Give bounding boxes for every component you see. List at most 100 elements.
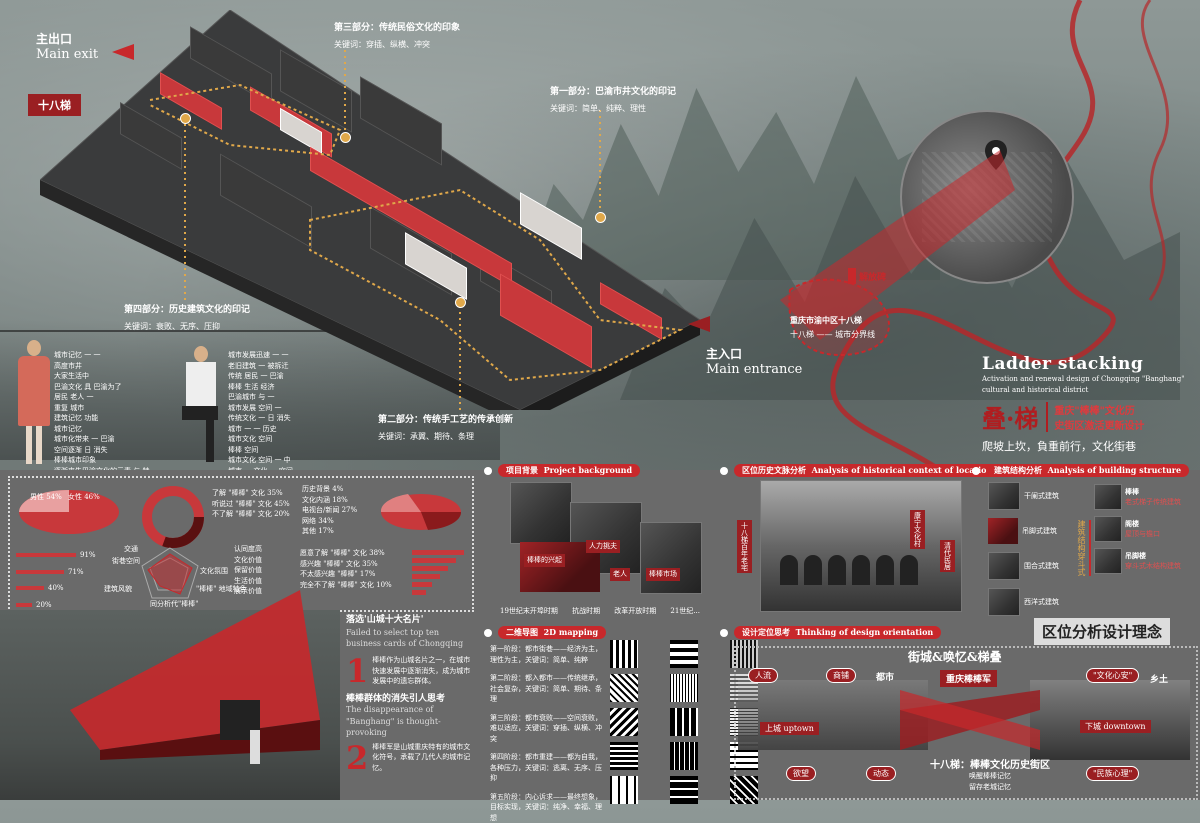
oval-label: "文化心安" bbox=[1086, 668, 1139, 683]
text-line: 巴渝文化 具 巴渝为了 bbox=[54, 382, 164, 393]
section-2-note: 第二部分：传统手工艺的传承创新 关键词：承翼、期待、条理 bbox=[378, 412, 513, 442]
woman-figure bbox=[14, 340, 54, 468]
structure-item: 干阑式建筑 bbox=[1024, 491, 1059, 502]
red-ribbon bbox=[900, 690, 1040, 760]
legend-item: 愿意了解 "棒棒" 文化 38% bbox=[300, 548, 392, 559]
legend-item: 其他 17% bbox=[302, 526, 357, 537]
history-photo bbox=[640, 522, 702, 594]
section-1-title: 第一部分：巴渝市井文化的印记 bbox=[550, 84, 676, 97]
route-pin bbox=[455, 297, 466, 308]
bar-value: 71% bbox=[68, 567, 84, 578]
collage-label: 老人 bbox=[610, 568, 630, 581]
structure-right-title: 棒棒 bbox=[1125, 487, 1181, 498]
structure-thumb bbox=[1094, 548, 1122, 574]
heading-en: Analysis of building structure bbox=[1048, 465, 1182, 475]
orientation-center-title: 街城&唤忆&梯叠 bbox=[908, 648, 1002, 665]
route-pin bbox=[595, 212, 606, 223]
title-en: Ladder stacking bbox=[982, 354, 1190, 374]
structure-right-title: 吊脚楼 bbox=[1125, 551, 1181, 562]
text-line: 居民 老人 一 bbox=[54, 392, 164, 403]
collage-label: 棒棒的兴起 bbox=[524, 554, 565, 567]
legend-item: 完全不了解 "棒棒" 文化 10% bbox=[300, 580, 392, 591]
oval-label: 动态 bbox=[866, 766, 896, 781]
failed-cn-title2: 棒棒群体的消失引人思考 bbox=[346, 691, 476, 704]
title-cn-main: 叠·梯 bbox=[982, 399, 1038, 434]
mapping-text: 第一阶段：都市街巷——经济为主，理性为主，关键词：简单、纯粹 第二阶段：都入都市… bbox=[490, 644, 606, 823]
structure-vertical: 建筑结构穿斗式 bbox=[1076, 520, 1091, 576]
legend-item: 认同度高 bbox=[234, 544, 262, 555]
ladder-tag: 十八梯 bbox=[28, 94, 81, 116]
text-line: 重复 城市 bbox=[54, 403, 164, 414]
section-3-title: 第三部分：传统民俗文化的印象 bbox=[334, 20, 460, 33]
main-exit: 主出口 Main exit bbox=[36, 30, 98, 62]
pattern-tile bbox=[670, 640, 698, 668]
history-label: 十八梯百年老宅 bbox=[737, 520, 752, 573]
title-cn-sub1: 重庆"棒棒"文化历 bbox=[1054, 402, 1144, 417]
map-label-sub: 十八梯 —— 城市分界线 bbox=[790, 329, 875, 340]
value-list: 认同度高 文化价值 保留价值 生活价值 展示价值 bbox=[234, 544, 262, 597]
man-figure bbox=[176, 346, 226, 466]
structure-right-desc: 老式梯子传统建筑 bbox=[1125, 497, 1181, 508]
structure-heading: 建筑结构分析 Analysis of building structure bbox=[972, 464, 1189, 477]
donut-chart bbox=[138, 482, 208, 552]
structure-right-desc: 穿斗式木结构建筑 bbox=[1125, 561, 1181, 572]
structure-right-title: 阁楼 bbox=[1125, 519, 1160, 530]
legend-item: 网络 34% bbox=[302, 516, 357, 527]
timeline-label: 21世纪... bbox=[670, 606, 700, 617]
text-line: 传统 居民 一 巴渝 bbox=[228, 371, 348, 382]
text-line: 空间逐渐 日 消失 bbox=[54, 445, 164, 456]
main-entrance-en: Main entrance bbox=[706, 362, 802, 377]
failed-text-2: 棒棒军是山城重庆特有的城市文化符号，承载了几代人的城市记忆。 bbox=[372, 742, 476, 774]
route-pin bbox=[340, 132, 351, 143]
collage-label: 棒棒市场 bbox=[646, 568, 680, 581]
legend-item: 历史背景 4% bbox=[302, 484, 357, 495]
title-block: Ladder stacking Activation and renewal d… bbox=[982, 354, 1190, 454]
text-line: 城市文化 空间 bbox=[228, 434, 348, 445]
text-line: 城市 一 一 历史 bbox=[228, 424, 348, 435]
map-label: 重庆市渝中区十八梯 十八梯 —— 城市分界线 bbox=[790, 315, 875, 340]
map-label-main: 重庆市渝中区十八梯 bbox=[790, 315, 875, 326]
heading-cn: 二维导图 bbox=[506, 627, 538, 637]
oval-label: 欲望 bbox=[786, 766, 816, 781]
radar-label-1: 街巷空间 bbox=[112, 556, 140, 567]
heading-en: Thinking of design orientation bbox=[796, 627, 934, 637]
timeline: 19世纪末开埠时期 抗战时期 改革开放时期 21世纪... bbox=[500, 606, 700, 617]
brand-label: 解放碑 bbox=[859, 270, 886, 283]
number-2: 2 bbox=[346, 742, 368, 774]
structure-right: 棒棒老式梯子传统建筑 阁楼屋顶与檐口 吊脚楼穿斗式木结构建筑 bbox=[1094, 484, 1194, 574]
people-right-text: 城市发展迅速 一 一 老旧建筑 一 被拆迁 传统 居民 一 巴渝 棒棒 生活 经… bbox=[228, 350, 348, 476]
section-3-note: 第三部分：传统民俗文化的印象 关键词：穿插、纵横、冲突 bbox=[334, 20, 460, 50]
legend-item: 不太感兴趣 "棒棒" 17% bbox=[300, 569, 392, 580]
rural-label: 乡土 bbox=[1150, 672, 1168, 685]
structure-thumb bbox=[988, 588, 1020, 616]
heading-bar: 区位历史文脉分析 Analysis of historical context … bbox=[734, 464, 1000, 477]
section-4-keywords: 关键词：衰败、无序、压抑 bbox=[124, 321, 250, 332]
bullet-icon bbox=[720, 467, 728, 475]
text-line: 城市记忆 一 一 bbox=[54, 350, 164, 361]
heading-bar: 建筑结构分析 Analysis of building structure bbox=[986, 464, 1189, 477]
structure-thumb bbox=[1094, 484, 1122, 510]
oval-label: 人流 bbox=[748, 668, 778, 683]
timeline-label: 改革开放时期 bbox=[614, 606, 656, 617]
radar-title: 交通 bbox=[124, 544, 138, 555]
number-1: 1 bbox=[346, 655, 368, 687]
mapping-row: 第一阶段：都市街巷——经济为主，理性为主，关键词：简单、纯粹 bbox=[490, 644, 606, 665]
main-exit-cn: 主出口 bbox=[36, 30, 98, 47]
structure-item: 围合式建筑 bbox=[1024, 561, 1059, 572]
oval-label: 商铺 bbox=[826, 668, 856, 683]
structure-item: 西洋式建筑 bbox=[1024, 597, 1059, 608]
title-slogan: 爬坡上坎，負重前行，文化街巷 bbox=[982, 438, 1190, 454]
structure-thumb bbox=[988, 552, 1020, 580]
heading-bar: 项目背景 Project background bbox=[498, 464, 640, 477]
failed-cn-title: 落选'山城十大名片' bbox=[346, 612, 476, 625]
downtown-label: 下城 downtown bbox=[1080, 720, 1151, 733]
title-en-sub1: Activation and renewal design of Chongqi… bbox=[982, 374, 1190, 385]
failed-en: Failed to select top ten business cards … bbox=[346, 627, 476, 649]
failed-text-1: 棒棒作为山城名片之一，在城市快速发展中逐渐消失，成为城市发展中的遗忘群体。 bbox=[372, 655, 476, 687]
section-3-keywords: 关键词：穿插、纵横、冲突 bbox=[334, 39, 460, 50]
bullet-icon bbox=[484, 629, 492, 637]
legend-item: 不了解 "棒棒" 文化 20% bbox=[212, 509, 290, 520]
section-2-title: 第二部分：传统手工艺的传承创新 bbox=[378, 412, 513, 425]
heading-cn: 设计定位思考 bbox=[742, 627, 790, 637]
text-line: 建筑记忆 功能 bbox=[54, 413, 164, 424]
